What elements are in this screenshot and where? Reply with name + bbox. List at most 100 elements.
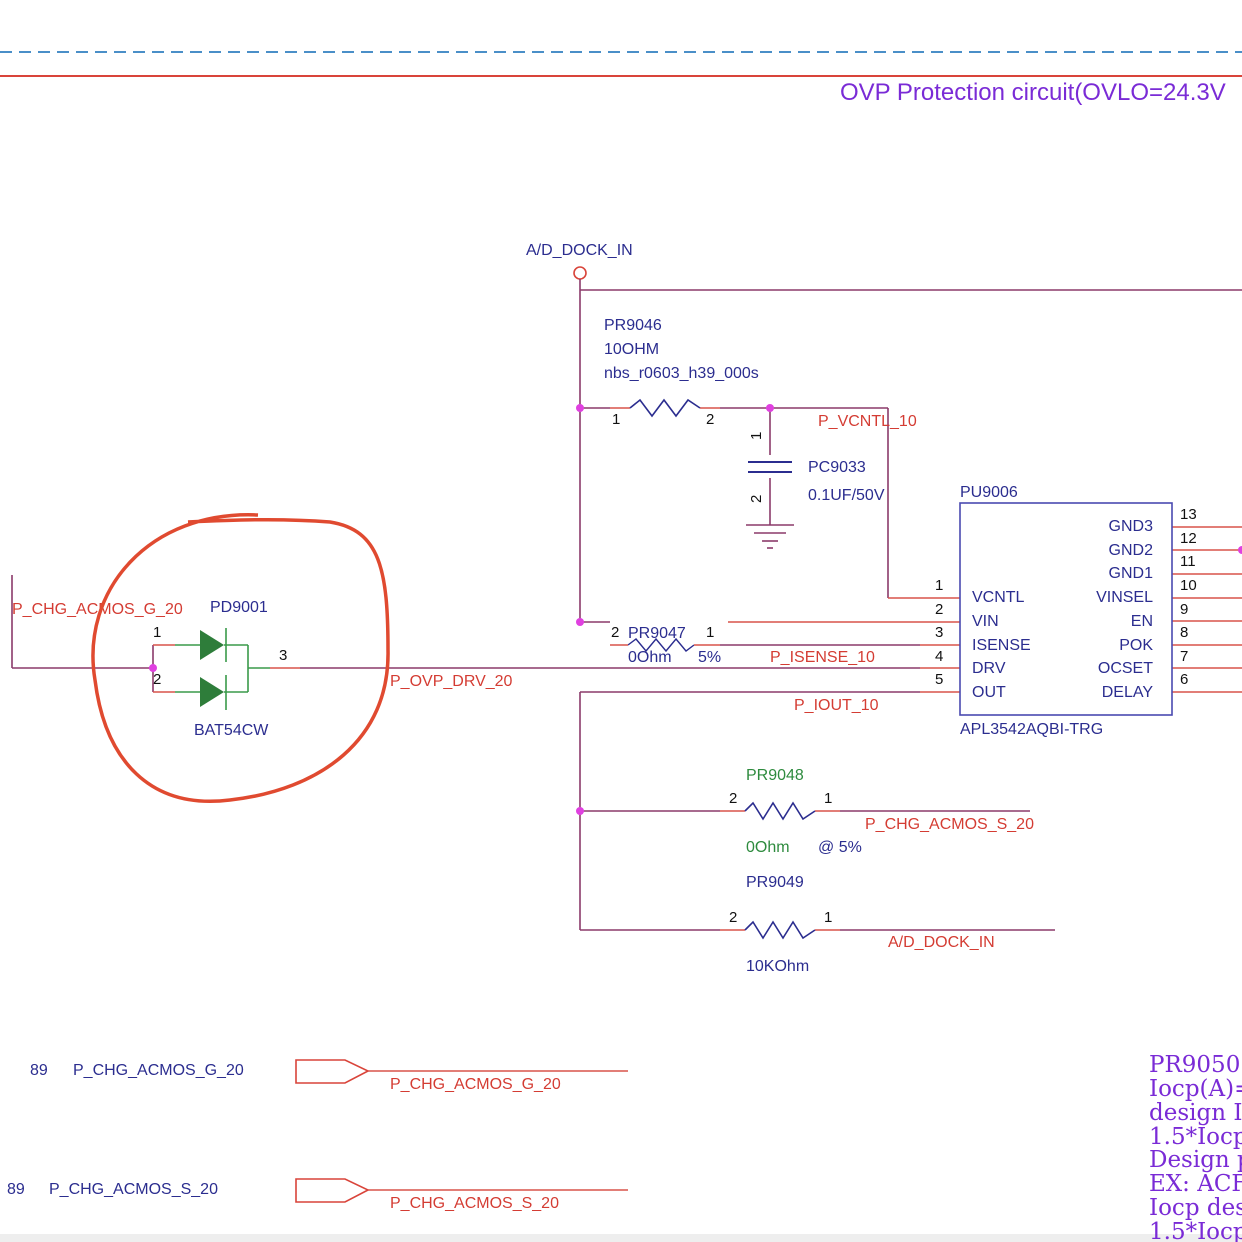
pc9033-value: 0.1UF/50V [808, 487, 885, 504]
resistor-pr9047-icon [627, 637, 695, 653]
pr9048-ref: PR9048 [746, 767, 804, 784]
pin-number: 9 [1180, 601, 1188, 618]
pin-number: 8 [1180, 624, 1188, 641]
pin-name: VIN [972, 613, 999, 630]
pin-number: 3 [935, 624, 943, 641]
pr9046-value: 10OHM [604, 341, 659, 358]
bottom-edge [0, 1234, 1242, 1242]
pr9046-ref: PR9046 [604, 317, 662, 334]
net-label-p-ovp-drv: P_OVP_DRV_20 [390, 673, 513, 690]
pin-name: OUT [972, 684, 1006, 701]
ground-icon [746, 524, 794, 549]
pin-name: VINSEL [1096, 589, 1153, 606]
note-line: 1.5*Iocp [1149, 1124, 1242, 1150]
pin-name: VCNTL [972, 589, 1025, 606]
pin-number: 6 [1180, 671, 1188, 688]
port-arrow-icon [295, 1178, 370, 1203]
pd9001-pin3: 3 [279, 647, 287, 664]
design-notes: PR9050 Iocp(A)= design Io 1.5*Iocp Desig… [1149, 1052, 1242, 1242]
pr9048-pin2: 2 [729, 790, 737, 807]
dual-diode-icon [175, 628, 270, 710]
pin-name: DELAY [1102, 684, 1154, 701]
ic-pu9006-body [959, 502, 1173, 716]
note-line: design Io [1149, 1100, 1242, 1126]
note-line: Iocp(A)= [1149, 1076, 1242, 1102]
pc9033-pin2: 2 [748, 495, 765, 503]
pin-name: OCSET [1098, 660, 1153, 677]
pr9048-value: 0Ohm [746, 839, 790, 856]
pin-stubs [153, 407, 1242, 931]
pin-name: POK [1119, 637, 1153, 654]
pr9048-pin1: 1 [824, 790, 832, 807]
pin-number: 4 [935, 648, 943, 665]
pin-number: 7 [1180, 648, 1188, 665]
port-p-chg-acmos-g[interactable]: 89 P_CHG_ACMOS_G_20 P_CHG_ACMOS_G_20 [30, 1059, 628, 1093]
net-label-p-chg-acmos-s: P_CHG_ACMOS_S_20 [865, 816, 1034, 833]
net-label-ad-dock-in: A/D_DOCK_IN [526, 242, 633, 259]
port-name: P_CHG_ACMOS_S_20 [49, 1181, 218, 1198]
pin-name: GND3 [1109, 518, 1154, 535]
pc9033-pin1: 1 [748, 432, 765, 440]
net-label-p-chg-acmos-g: P_CHG_ACMOS_G_20 [12, 601, 183, 618]
note-line: Design p [1149, 1147, 1242, 1173]
pr9049-pin2: 2 [729, 909, 737, 926]
port-page-ref: 89 [30, 1062, 48, 1079]
pin-name: GND2 [1109, 542, 1154, 559]
pr9048-tol: @ 5% [818, 839, 862, 856]
pc9033-ref: PC9033 [808, 459, 866, 476]
wires [11, 279, 1242, 931]
capacitor-pc9033-icon [748, 461, 792, 473]
net-label-p-isense: P_ISENSE_10 [770, 649, 875, 666]
pin-number: 5 [935, 671, 943, 688]
resistor-pr9048-icon [744, 801, 816, 821]
pr9047-pin1: 1 [706, 624, 714, 641]
pin-name: DRV [972, 660, 1006, 677]
port-net-label: P_CHG_ACMOS_G_20 [390, 1076, 561, 1093]
pr9049-pin1: 1 [824, 909, 832, 926]
pin-name: EN [1131, 613, 1153, 630]
port-arrow-icon [295, 1059, 370, 1084]
net-label-p-vcntl: P_VCNTL_10 [818, 413, 917, 430]
pu9006-part: APL3542AQBI-TRG [960, 721, 1103, 738]
note-line: 1.5*Iocp [1149, 1219, 1242, 1242]
port-name: P_CHG_ACMOS_G_20 [73, 1062, 244, 1079]
net-label-p-iout: P_IOUT_10 [794, 697, 879, 714]
pr9046-pin1: 1 [612, 411, 620, 428]
pin-name: ISENSE [972, 637, 1031, 654]
note-line: Iocp des [1149, 1195, 1242, 1221]
pr9046-footprint: nbs_r0603_h39_000s [604, 365, 759, 382]
pu9006-ref: PU9006 [960, 484, 1018, 501]
pin-name: GND1 [1109, 565, 1154, 582]
power-port-icon [573, 266, 587, 280]
pd9001-part: BAT54CW [194, 722, 269, 739]
note-line: PR9050 [1149, 1052, 1240, 1078]
pr9047-pin2: 2 [611, 624, 619, 641]
port-page-ref: 89 [7, 1181, 25, 1198]
pin-number: 11 [1180, 553, 1196, 570]
junction-dots [149, 404, 1242, 815]
resistor-pr9049-icon [744, 920, 816, 940]
port-net-label: P_CHG_ACMOS_S_20 [390, 1195, 559, 1212]
pd9001-pin2: 2 [153, 671, 161, 688]
pr9047-ref: PR9047 [628, 625, 686, 642]
pin-number: 10 [1180, 577, 1197, 594]
pin-number: 12 [1180, 530, 1197, 547]
pin-number: 2 [935, 601, 943, 618]
pr9046-pin2: 2 [706, 411, 714, 428]
pin-number: 13 [1180, 506, 1197, 523]
pr9047-tol: 5% [698, 649, 721, 666]
pr9049-value: 10KOhm [746, 958, 809, 975]
pd9001-pin1: 1 [153, 624, 161, 641]
pr9049-ref: PR9049 [746, 874, 804, 891]
section-title: OVP Protection circuit(OVLO=24.3V [840, 79, 1226, 106]
annotation-circle [91, 513, 390, 803]
pd9001-ref: PD9001 [210, 599, 268, 616]
note-line: EX: ACFE [1149, 1171, 1242, 1197]
pr9047-value: 0Ohm [628, 649, 672, 666]
resistor-pr9046-icon [629, 398, 701, 418]
port-p-chg-acmos-s[interactable]: 89 P_CHG_ACMOS_S_20 P_CHG_ACMOS_S_20 [7, 1178, 628, 1212]
net-label-ad-dock-in-2: A/D_DOCK_IN [888, 934, 995, 951]
